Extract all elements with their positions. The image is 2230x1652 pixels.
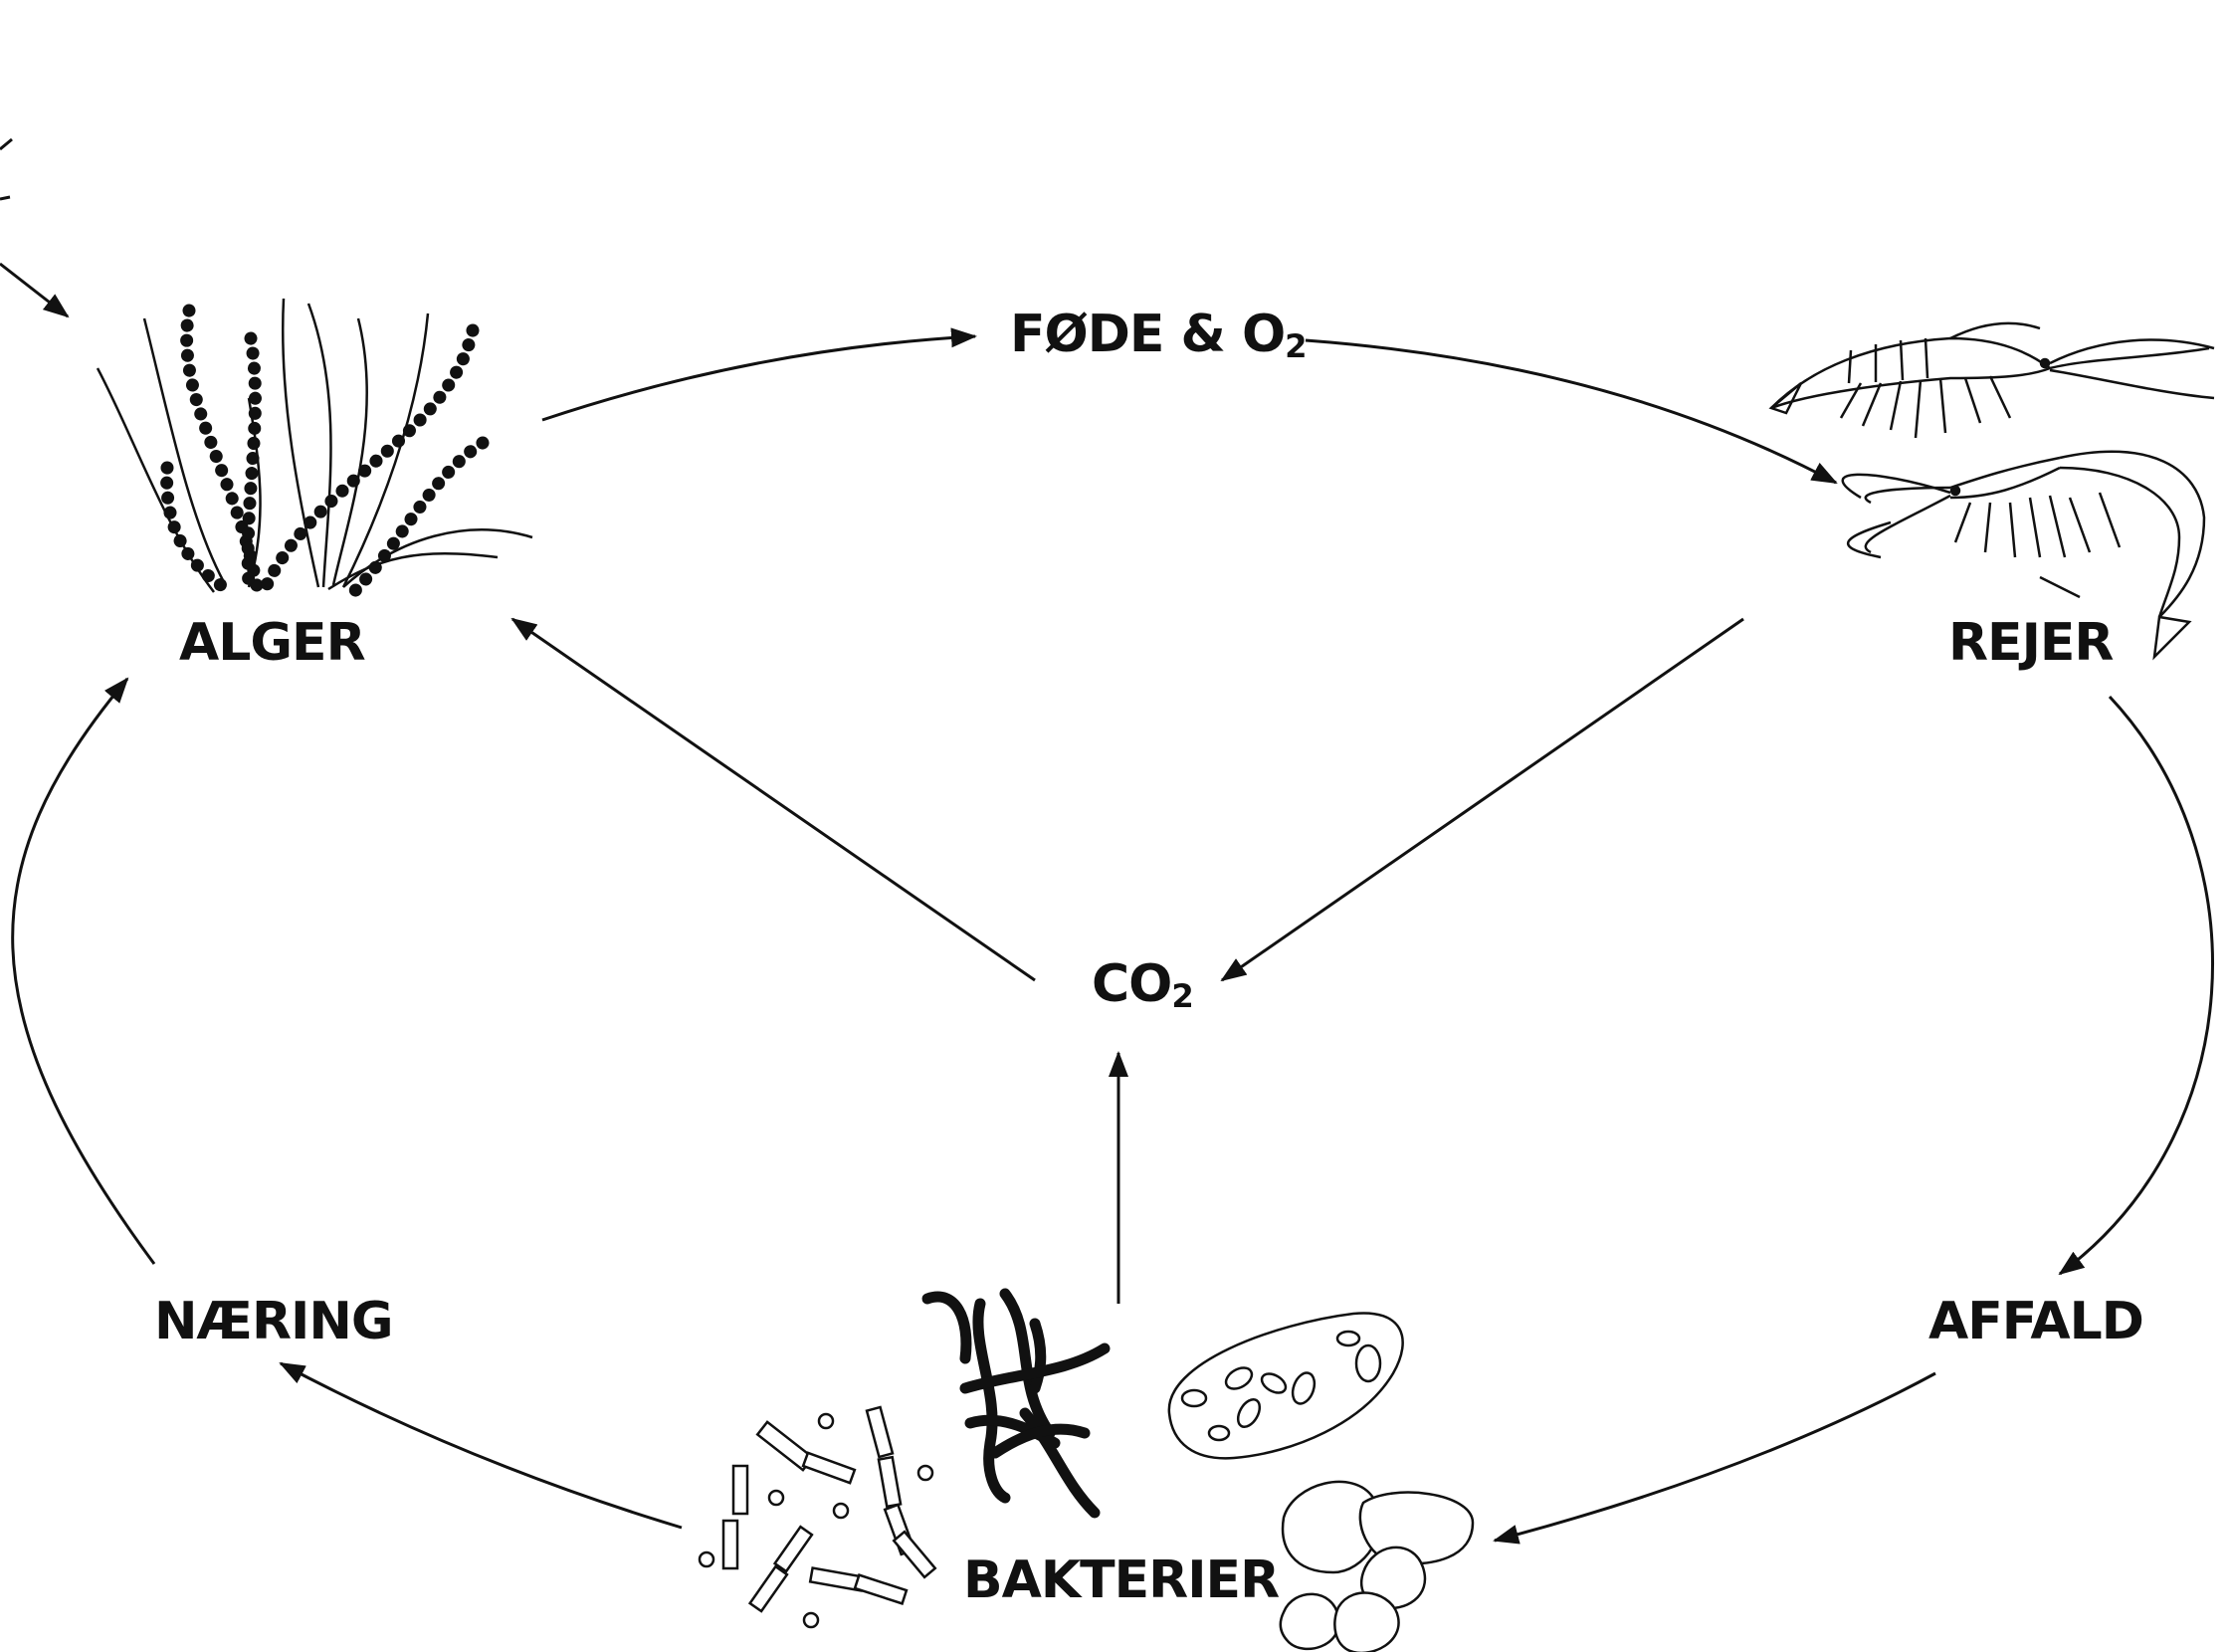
arrow-co2-to-alger — [512, 619, 1035, 980]
label-affald: AFFALD — [1928, 1296, 2143, 1347]
shrimp-icon — [1771, 323, 2214, 657]
bacteria-icon — [927, 1294, 1105, 1513]
arrow-naering-to-alger — [13, 679, 154, 1264]
arrow-rejer-to-affald — [2060, 697, 2212, 1274]
label-alger: ALGER — [179, 617, 365, 669]
label-fode-o2: FØDE & O2 — [1010, 309, 1307, 362]
label-fode-text: FØDE & O — [1010, 305, 1285, 364]
arrow-rejer-to-co2 — [1222, 619, 1743, 980]
arrow-affald-to-waste — [1495, 1373, 1935, 1541]
label-naering: NÆRING — [154, 1296, 393, 1347]
label-bakterier: BAKTERIER — [963, 1554, 1279, 1606]
label-rejer: REJER — [1948, 617, 2113, 669]
label-co2: CO2 — [1092, 958, 1193, 1012]
arrow-bacteria-to-naering — [281, 1363, 682, 1528]
label-co2-text: CO — [1092, 954, 1171, 1014]
shrimp-upper — [1771, 323, 2214, 438]
waste-particles-icon — [1281, 1482, 1473, 1652]
single-cell-organism-icon — [1169, 1313, 1403, 1458]
arrow-top-left-tick-2 — [0, 197, 10, 199]
arrow-top-left-tick-1 — [0, 139, 12, 149]
arrow-alger-to-fode — [542, 336, 975, 420]
arrow-fode-to-rejer — [1306, 340, 1836, 483]
label-fode-subscript: 2 — [1285, 327, 1306, 365]
arrow-top-left-incoming — [0, 264, 68, 316]
particle-rods-icon — [700, 1407, 935, 1627]
label-co2-subscript: 2 — [1171, 977, 1192, 1015]
